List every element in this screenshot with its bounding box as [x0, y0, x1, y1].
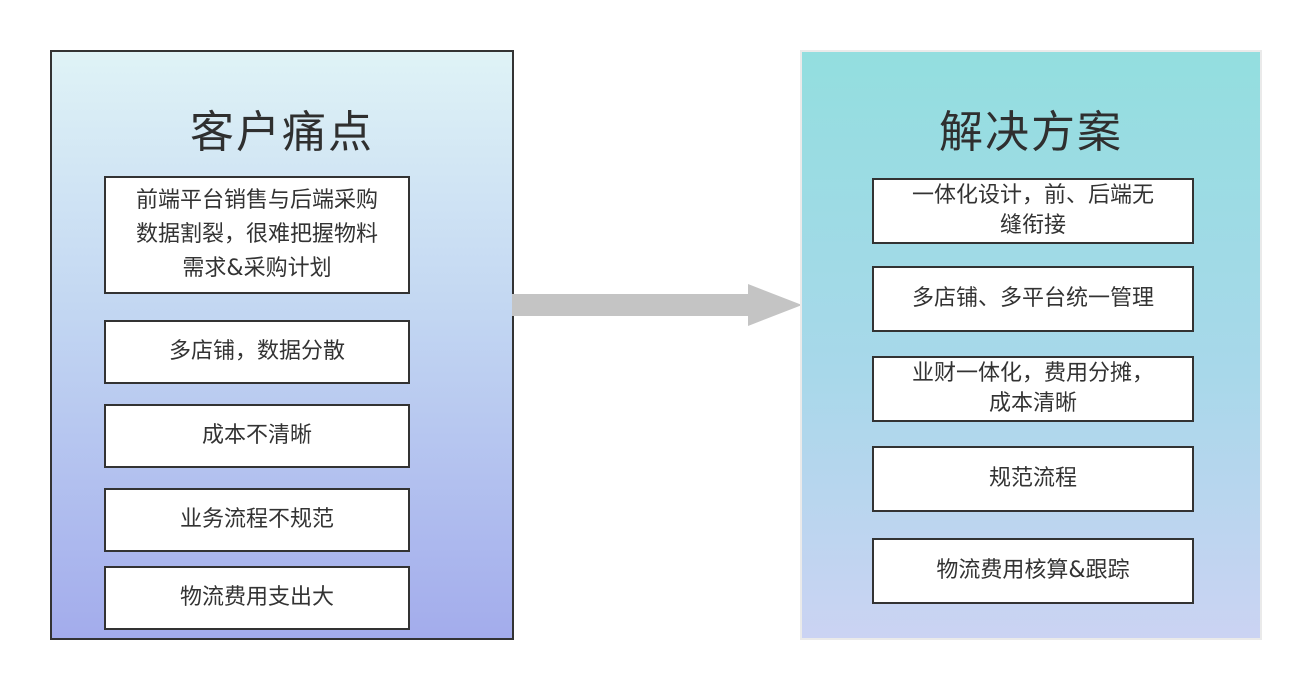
solution-item: 物流费用核算&跟踪 [872, 538, 1194, 604]
pain-point-item: 前端平台销售与后端采购数据割裂，很难把握物料需求&采购计划 [104, 176, 410, 294]
pain-point-item: 物流费用支出大 [104, 566, 410, 630]
pain-points-title: 客户痛点 [190, 107, 374, 158]
solution-item: 业财一体化，费用分摊，成本清晰 [872, 356, 1194, 422]
pain-points-panel: 客户痛点 前端平台销售与后端采购数据割裂，很难把握物料需求&采购计划 多店铺，数… [50, 50, 514, 640]
solution-item: 一体化设计，前、后端无缝衔接 [872, 178, 1194, 244]
arrow-shape [512, 284, 802, 326]
right-arrow-icon [512, 284, 802, 326]
pain-point-item: 多店铺，数据分散 [104, 320, 410, 384]
solutions-panel: 解决方案 一体化设计，前、后端无缝衔接 多店铺、多平台统一管理 业财一体化，费用… [800, 50, 1262, 640]
pain-point-item: 成本不清晰 [104, 404, 410, 468]
pain-point-item: 业务流程不规范 [104, 488, 410, 552]
solutions-title: 解决方案 [939, 107, 1123, 158]
solution-item: 规范流程 [872, 446, 1194, 512]
solution-item: 多店铺、多平台统一管理 [872, 266, 1194, 332]
